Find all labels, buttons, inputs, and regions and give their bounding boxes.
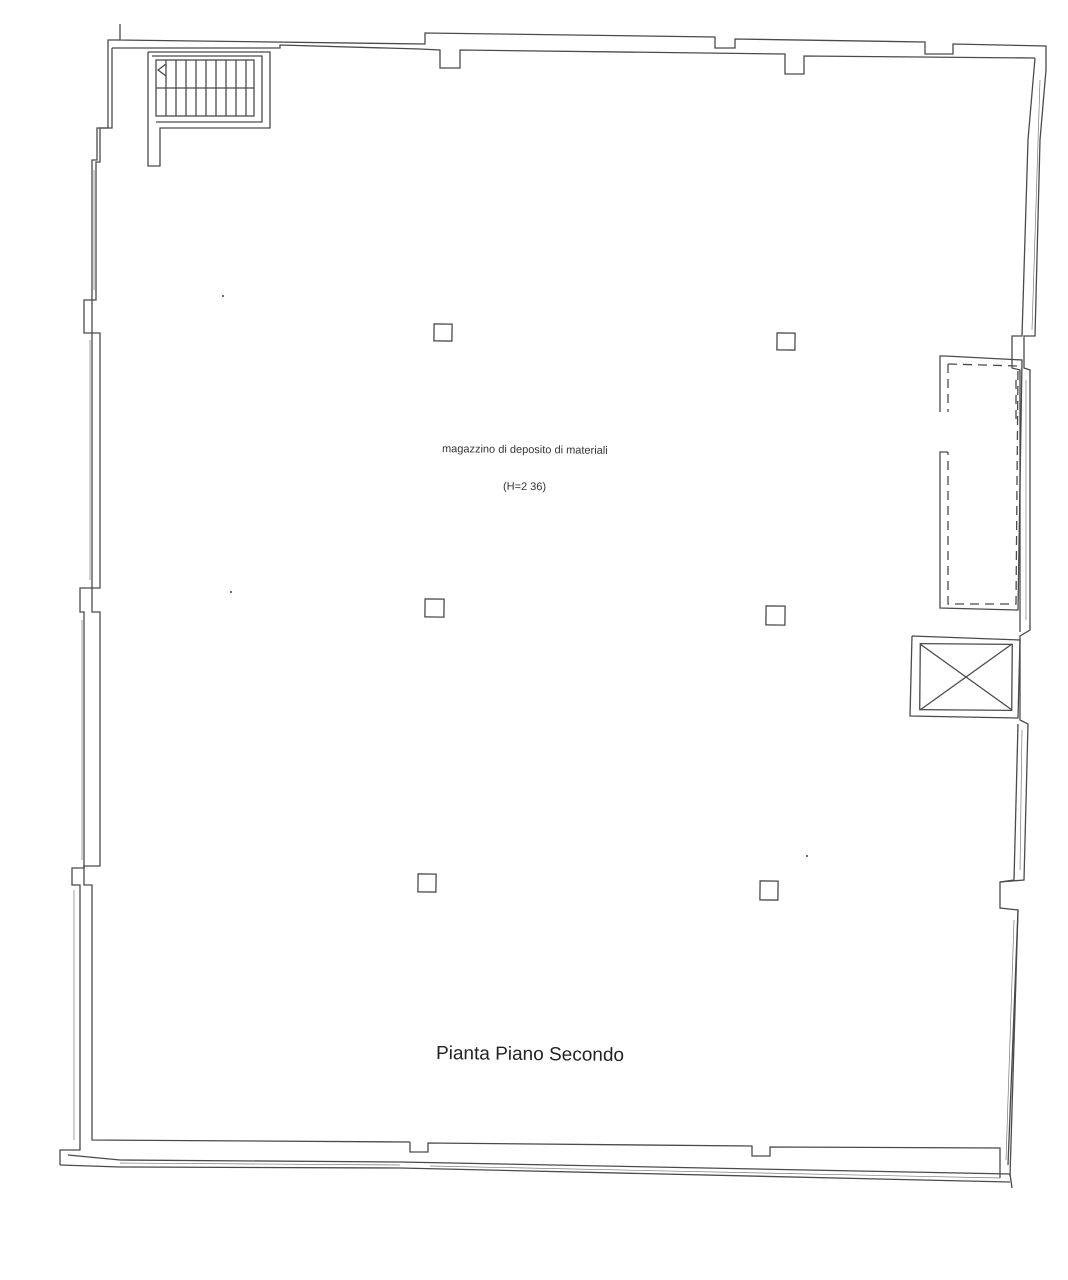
structural-columns [417, 323, 796, 901]
column [759, 880, 779, 901]
shaft-dashed [939, 355, 1023, 611]
wall-hatch [73, 79, 1041, 1179]
room-height-label: (H=2 36) [502, 480, 547, 494]
column [424, 598, 445, 618]
column [765, 605, 786, 626]
column [433, 323, 453, 342]
column [776, 332, 796, 351]
plan-title: Pianta Piano Secondo [435, 1043, 625, 1066]
exterior-wall [59, 24, 1047, 1189]
speck-marks [222, 295, 808, 857]
elevator-shaft [909, 635, 1021, 719]
room-name-label: magazzino di deposito di materiali [441, 443, 608, 457]
staircase [147, 51, 271, 167]
column [417, 873, 437, 893]
